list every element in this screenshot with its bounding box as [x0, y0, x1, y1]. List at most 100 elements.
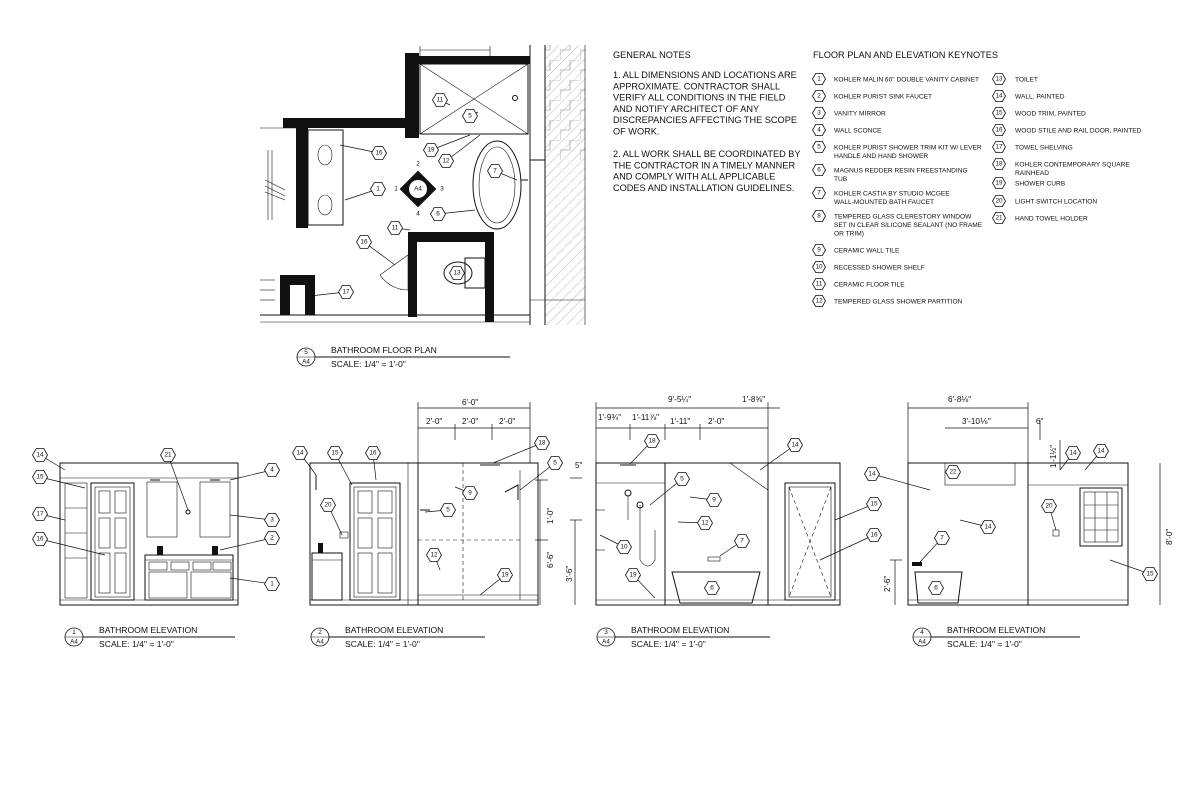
callout-number: 12 [430, 552, 438, 559]
keynote-number: 20 [995, 198, 1003, 205]
callout-number: 19 [501, 572, 509, 579]
callout-number: 2 [270, 535, 274, 542]
callout-number: 16 [870, 532, 878, 539]
callout-5: 5 [649, 472, 690, 506]
keynote-hex [992, 73, 1006, 85]
callout-20: 20 [1041, 499, 1057, 531]
keynote-number: 15 [995, 110, 1003, 117]
callout-17: 17 [309, 285, 354, 299]
title-scale: SCALE: 1/4" = 1'-0" [631, 639, 706, 649]
callout-hex [706, 493, 722, 507]
callout-hex [327, 446, 343, 460]
callout-hex [449, 266, 465, 280]
callout-12: 12 [677, 516, 713, 530]
callout-number: 19 [427, 147, 435, 154]
callout-6: 6 [704, 581, 720, 595]
vanity-cabinet-elev [144, 554, 234, 601]
callout-hex [616, 540, 632, 554]
toilet-plan [443, 257, 486, 289]
bathroom-elevation-1 [59, 462, 239, 606]
keynote-text: RECESSED SHOWER SHELF [834, 265, 925, 272]
keynote-text: TUB [834, 176, 848, 183]
callout-leader [871, 473, 931, 491]
callout-number: 6 [710, 585, 714, 592]
callout-number: 21 [164, 452, 172, 459]
keynote-hex [812, 140, 826, 154]
callout-number: 14 [984, 524, 992, 531]
keynote-text: RAINHEAD [1015, 170, 1049, 177]
keynote-3: 3 VANITY MIRROR [812, 107, 886, 119]
callout-hex [787, 438, 803, 452]
keynote-text: MAGNUS REDDER RESIN FREESTANDING [834, 168, 968, 175]
callout-20: 20 [320, 498, 343, 536]
callout-hex [864, 467, 880, 481]
callout-17: 17 [32, 507, 66, 521]
callout-leader [834, 503, 875, 521]
callout-hex [432, 93, 448, 107]
title-scale: SCALE: 1/4" = 1'-0" [345, 639, 420, 649]
callout-11: 11 [432, 93, 451, 107]
wall-shower-left [405, 53, 419, 138]
callout-leader [759, 444, 796, 471]
keynote-text: VANITY MIRROR [834, 111, 886, 118]
callout-14: 14 [292, 446, 317, 476]
callout-22: 22 [945, 465, 961, 479]
callout-number: 4 [270, 467, 274, 474]
callout-number: 11 [392, 225, 399, 232]
callout-number: 18 [538, 440, 546, 447]
keynote-hex [992, 157, 1006, 171]
callout-hex [32, 470, 48, 484]
keynote-number: 14 [995, 93, 1003, 100]
marker-sheet: A4 [414, 186, 422, 193]
wall-shower-top [415, 56, 530, 64]
callout-hex [866, 528, 882, 542]
callout-number: 7 [940, 535, 944, 542]
keynote-number: 3 [817, 110, 821, 117]
wall-mid-top [283, 118, 413, 128]
callout-hex [32, 507, 48, 521]
callout-hex [1065, 446, 1081, 460]
dim-e3-h2: 3'-6" [565, 566, 574, 582]
callout-hex [356, 235, 372, 249]
keynote-text: SET IN CLEAR SILICONE SEALANT (NO FRAME [834, 222, 983, 229]
callout-10: 10 [599, 534, 632, 554]
title-text: BATHROOM ELEVATION [947, 625, 1045, 635]
dim-e2-total: 6'-0" [462, 398, 478, 407]
callout-hex [1142, 567, 1158, 581]
keynote-number: 12 [815, 298, 823, 305]
callout-number: 3 [270, 517, 274, 524]
title-text: BATHROOM ELEVATION [631, 625, 729, 635]
keynote-hex [812, 294, 826, 308]
keynote-hex [992, 176, 1006, 190]
callout-1: 1 [229, 577, 280, 591]
callout-number: 5 [446, 507, 450, 514]
dim-e3-total: 9'-5¼" [668, 395, 691, 404]
note-line: 1. ALL DIMENSIONS AND LOCATIONS ARE [613, 70, 797, 80]
callout-14: 14 [864, 467, 931, 491]
door-swing [379, 254, 409, 291]
keynotes-title: FLOOR PLAN AND ELEVATION KEYNOTES [813, 50, 998, 60]
keynote-number: 16 [995, 127, 1003, 134]
keynote-number: 13 [995, 76, 1003, 83]
dim-e4-h2: 8'-0" [1165, 529, 1174, 545]
dim-e2-c: 2'-0" [499, 417, 515, 426]
note-line: VERIFY ALL CONDITIONS IN THE FIELD [613, 93, 786, 103]
callout-leader [492, 442, 543, 464]
callout-hex [497, 568, 513, 582]
callout-hex [264, 531, 280, 545]
note-line: THE CONTRACTOR IN A TIMELY MANNER [613, 160, 795, 170]
callout-number: 7 [740, 538, 744, 545]
callout-number: 14 [868, 471, 876, 478]
title-num: 1 [72, 629, 76, 636]
callout-number: 14 [296, 450, 304, 457]
dim-e3-a: 1'-9¾" [598, 413, 621, 422]
keynote-hex [992, 124, 1006, 137]
marker-w: 1 [394, 186, 398, 193]
callout-number: 14 [791, 442, 799, 449]
stair-hatch [545, 45, 585, 160]
callout-14: 14 [759, 438, 803, 471]
dim-e3-b: 1'-11⅞" [632, 413, 659, 422]
